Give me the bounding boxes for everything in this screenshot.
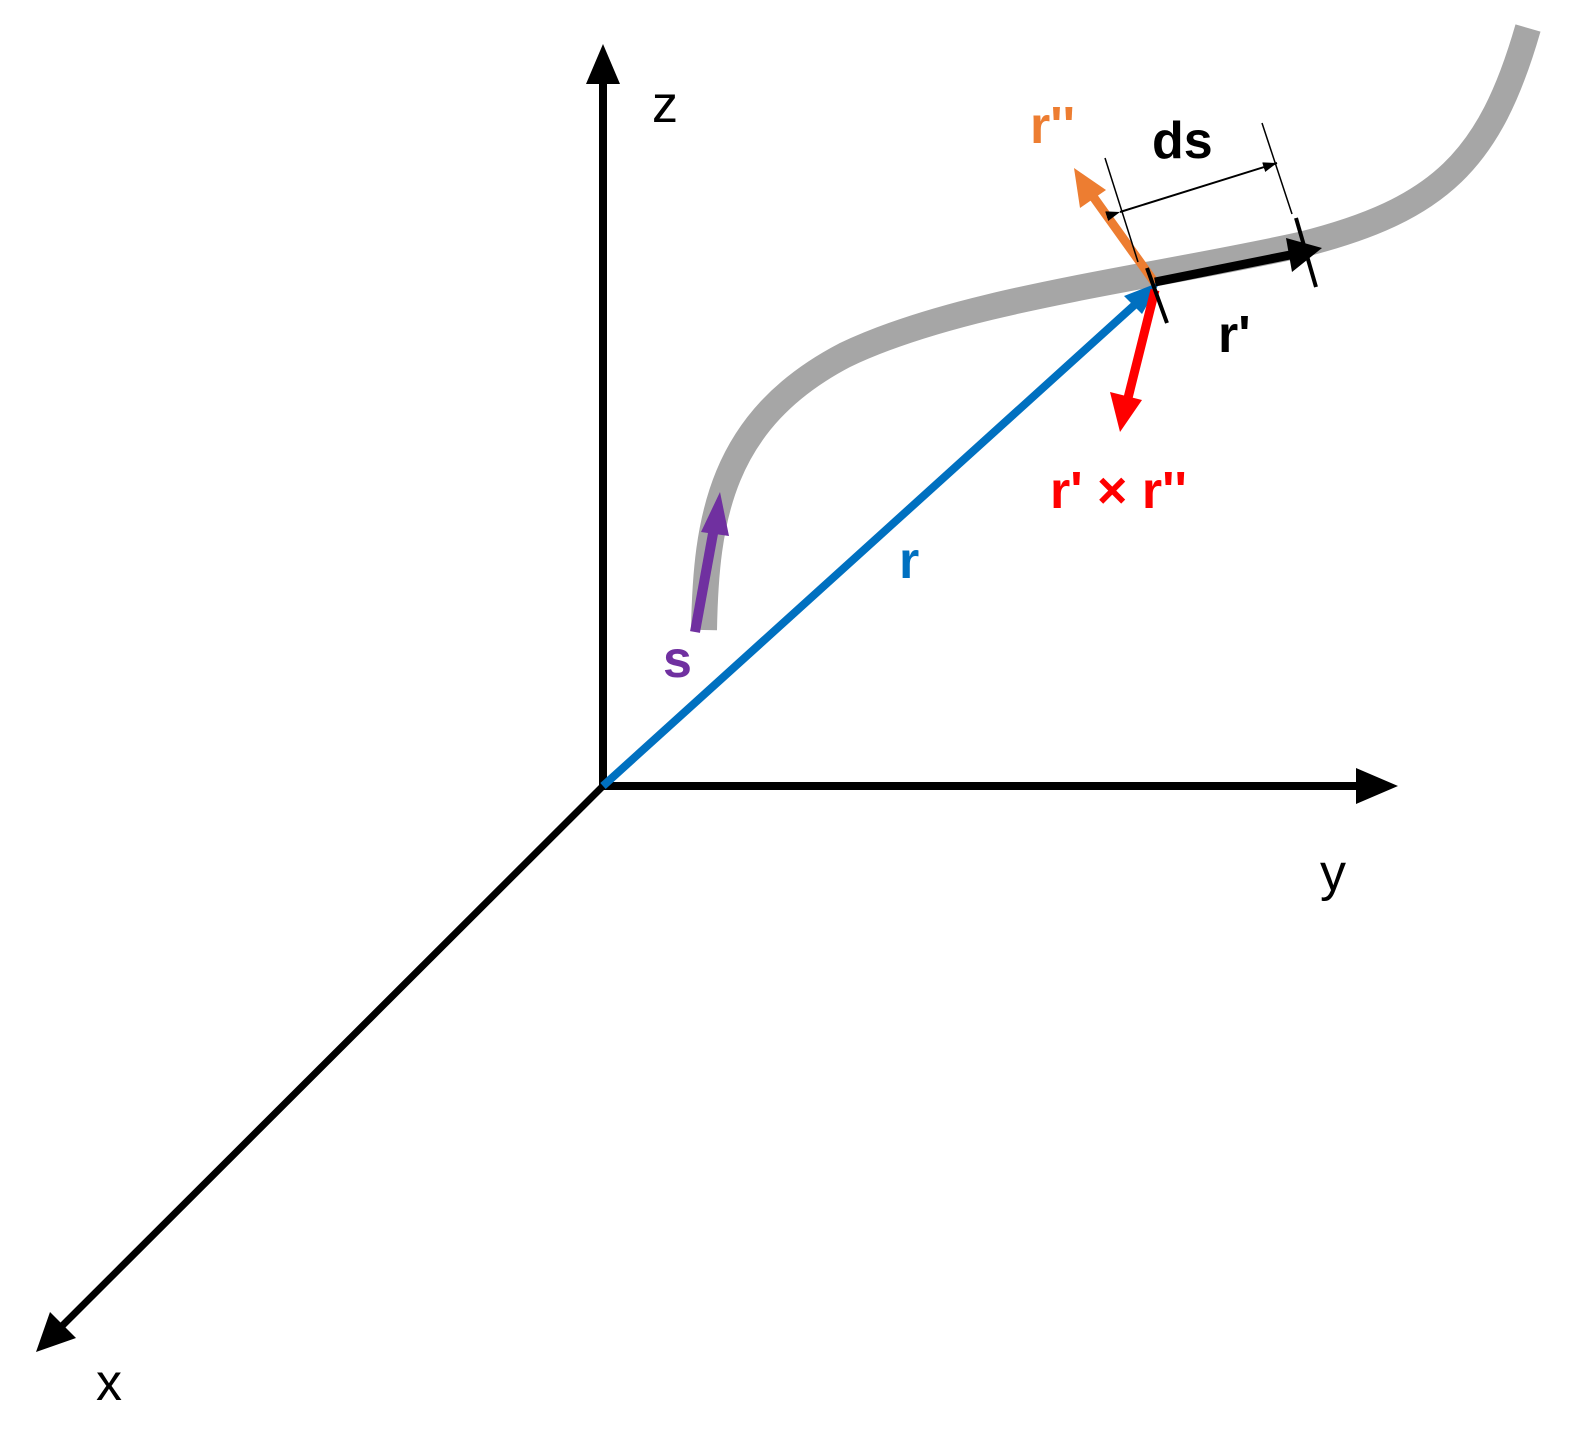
y-axis-label: y	[1320, 844, 1346, 902]
position-vector-label: r	[899, 532, 919, 590]
arc-length-label: s	[663, 631, 692, 689]
space-curve	[691, 24, 1541, 631]
second-derivative-arrow	[1074, 168, 1159, 286]
z-axis-label: z	[652, 76, 678, 134]
ds-label: ds	[1152, 112, 1213, 170]
arc-length-arrow-s	[690, 492, 729, 633]
position-vector-r	[600, 282, 1160, 789]
second-derivative-label: r''	[1030, 97, 1075, 155]
x-axis-label: x	[96, 1354, 122, 1412]
ds-tick-end	[1294, 217, 1318, 288]
cross-product-label: r' × r''	[1050, 462, 1187, 520]
x-axis-line	[57, 783, 606, 1331]
coordinate-axes	[36, 44, 1398, 1352]
ds-dimension-line	[1105, 162, 1278, 221]
ds-extension-left	[1104, 157, 1139, 263]
first-derivative-label: r'	[1218, 306, 1251, 364]
ds-markers	[1104, 122, 1318, 324]
cross-product-arrow	[1110, 288, 1160, 432]
first-derivative-arrow	[1154, 238, 1322, 287]
x-axis-arrowhead	[36, 1312, 76, 1352]
ds-tick-start	[1145, 267, 1169, 324]
z-axis-arrowhead	[586, 44, 620, 84]
ds-extension-right	[1261, 122, 1293, 215]
y-axis-arrowhead	[1356, 768, 1398, 804]
